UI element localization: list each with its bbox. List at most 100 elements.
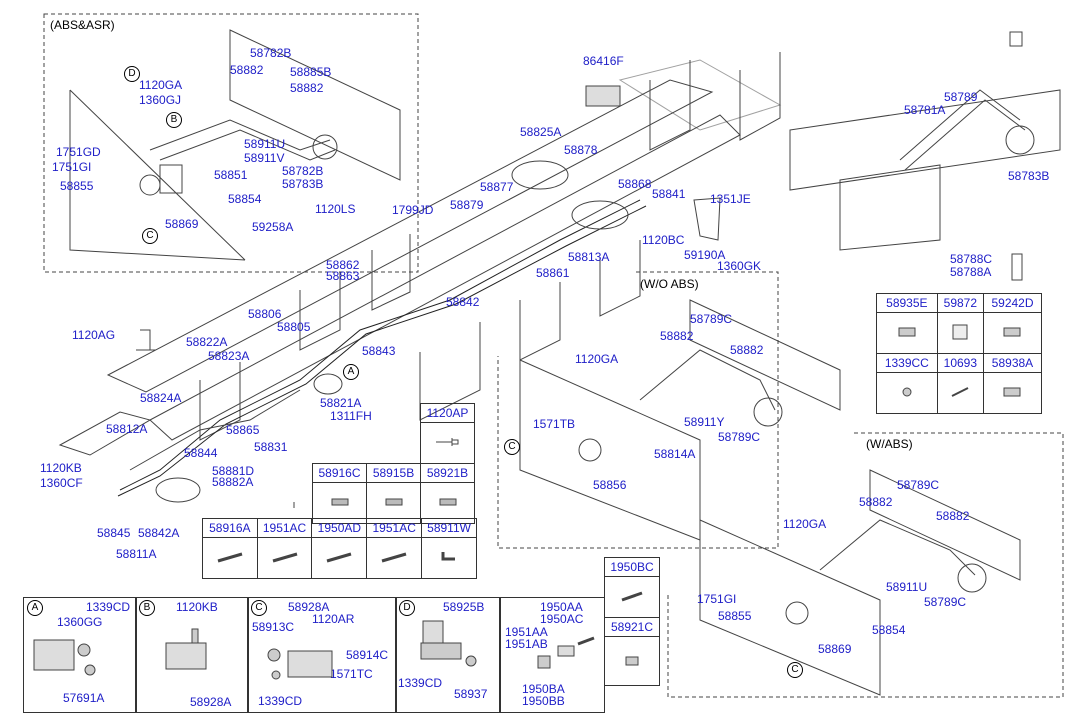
- cell-fitting[interactable]: 58916A: [202, 518, 258, 538]
- part-label[interactable]: 1360GG: [57, 615, 103, 629]
- part-label[interactable]: 58789C: [690, 312, 733, 326]
- part-label[interactable]: 58882A: [212, 475, 254, 489]
- part-label[interactable]: 58843: [362, 344, 396, 358]
- part-label[interactable]: 1120GA: [575, 352, 619, 366]
- part-label[interactable]: 58885B: [290, 65, 332, 79]
- part-label[interactable]: 58882: [859, 495, 893, 509]
- cell-fitting[interactable]: 58921B: [420, 463, 475, 483]
- part-label[interactable]: 1751GD: [56, 145, 101, 159]
- part-label[interactable]: 1799JD: [392, 203, 434, 217]
- part-label[interactable]: 58845: [97, 526, 131, 540]
- part-label[interactable]: 1751GI: [697, 592, 737, 606]
- part-label[interactable]: 58913C: [252, 620, 295, 634]
- part-label[interactable]: 58842: [446, 295, 480, 309]
- part-label[interactable]: 59190A: [684, 248, 726, 262]
- cell-fitting[interactable]: 58916C: [311, 463, 368, 483]
- part-label[interactable]: 58821A: [320, 396, 362, 410]
- part-label[interactable]: 1120KB: [176, 600, 218, 614]
- part-label[interactable]: 58854: [228, 192, 262, 206]
- part-label[interactable]: 57691A: [63, 691, 105, 705]
- part-label[interactable]: 58855: [60, 179, 94, 193]
- part-label[interactable]: 58782B: [250, 46, 292, 60]
- part-label[interactable]: 1360CF: [40, 476, 83, 490]
- part-label[interactable]: 58831: [254, 440, 288, 454]
- part-label[interactable]: 58879: [450, 198, 484, 212]
- part-label[interactable]: 1950AA: [540, 600, 583, 614]
- part-label[interactable]: 58854: [872, 623, 906, 637]
- cell-fitting[interactable]: 1950AD: [311, 518, 368, 538]
- cell-part[interactable]: 10693: [936, 353, 984, 373]
- cell-part[interactable]: 59872: [936, 293, 984, 313]
- part-label[interactable]: 58781A: [904, 103, 946, 117]
- part-label[interactable]: 58806: [248, 307, 282, 321]
- part-label[interactable]: 58865: [226, 423, 260, 437]
- part-label[interactable]: 1951AB: [505, 637, 548, 651]
- part-label[interactable]: 58928A: [288, 600, 330, 614]
- cell-part[interactable]: 58921C: [604, 617, 660, 637]
- part-label[interactable]: 58805: [277, 320, 311, 334]
- part-label[interactable]: 58861: [536, 266, 570, 280]
- part-label[interactable]: 58911Y: [684, 415, 725, 429]
- part-label[interactable]: 58822A: [186, 335, 228, 349]
- part-label[interactable]: 58789C: [897, 478, 940, 492]
- part-label[interactable]: 58882: [660, 329, 694, 343]
- cell-fitting[interactable]: 1951AC: [256, 518, 313, 538]
- part-label[interactable]: 58814A: [654, 447, 696, 461]
- part-label[interactable]: 1120LS: [315, 202, 356, 216]
- part-label[interactable]: 58788C: [950, 252, 993, 266]
- cell-part[interactable]: 58938A: [982, 353, 1043, 373]
- part-label[interactable]: 58928A: [190, 695, 232, 709]
- part-label[interactable]: 1120AG: [72, 328, 116, 342]
- part-label[interactable]: 58881D: [212, 464, 255, 478]
- cell-1120ap[interactable]: 1120AP: [420, 403, 475, 423]
- part-label[interactable]: 58844: [184, 446, 218, 460]
- part-label[interactable]: 58882: [730, 343, 764, 357]
- part-label[interactable]: 58877: [480, 180, 514, 194]
- part-label[interactable]: 1120AR: [312, 612, 355, 626]
- cell-part[interactable]: 58935E: [876, 293, 938, 313]
- part-label[interactable]: 59258A: [252, 220, 294, 234]
- part-label[interactable]: 58789C: [718, 430, 761, 444]
- part-label[interactable]: 58824A: [140, 391, 182, 405]
- part-label[interactable]: 58811A: [116, 547, 157, 561]
- part-label[interactable]: 58851: [214, 168, 248, 182]
- part-label[interactable]: 1950AC: [540, 612, 584, 626]
- part-label[interactable]: 58862: [326, 258, 360, 272]
- part-label[interactable]: 58782B: [282, 164, 324, 178]
- part-label[interactable]: 58823A: [208, 349, 250, 363]
- part-label[interactable]: 1120GA: [783, 517, 827, 531]
- part-label[interactable]: 86416F: [583, 54, 624, 68]
- part-label[interactable]: 58911U: [886, 580, 928, 594]
- part-label[interactable]: 58937: [454, 687, 488, 701]
- cell-fitting[interactable]: 58911W: [421, 518, 477, 538]
- part-label[interactable]: 1951AA: [505, 625, 548, 639]
- part-label[interactable]: 58882: [936, 509, 970, 523]
- part-label[interactable]: 58882: [230, 63, 264, 77]
- part-label[interactable]: 58783B: [282, 177, 324, 191]
- part-label[interactable]: 58789C: [924, 595, 967, 609]
- part-label[interactable]: 58925B: [443, 600, 485, 614]
- part-label[interactable]: 1339CD: [258, 694, 303, 708]
- part-label[interactable]: 1339CD: [398, 676, 443, 690]
- part-label[interactable]: 58813A: [568, 250, 610, 264]
- part-label[interactable]: 58869: [165, 217, 199, 231]
- part-label[interactable]: 58783B: [1008, 169, 1050, 183]
- cell-fitting[interactable]: 1951AC: [366, 518, 423, 538]
- part-label[interactable]: 58841: [652, 187, 686, 201]
- cell-part[interactable]: 1339CC: [876, 353, 938, 373]
- part-label[interactable]: 1571TB: [533, 417, 576, 431]
- part-label[interactable]: 1351JE: [710, 192, 751, 206]
- part-label[interactable]: 58856: [593, 478, 627, 492]
- part-label[interactable]: 1751GI: [52, 160, 92, 174]
- part-label[interactable]: 58882: [290, 81, 324, 95]
- part-label[interactable]: 58812A: [106, 422, 148, 436]
- part-label[interactable]: 1339CD: [86, 600, 131, 614]
- part-label[interactable]: 58911U: [244, 137, 286, 151]
- part-label[interactable]: 58825A: [520, 125, 562, 139]
- cell-part[interactable]: 59242D: [982, 293, 1043, 313]
- part-label[interactable]: 58878: [564, 143, 598, 157]
- part-label[interactable]: 58869: [818, 642, 852, 656]
- cell-part[interactable]: 1950BC: [604, 557, 660, 577]
- part-label[interactable]: 1120BC: [642, 233, 685, 247]
- cell-fitting[interactable]: 58915B: [366, 463, 421, 483]
